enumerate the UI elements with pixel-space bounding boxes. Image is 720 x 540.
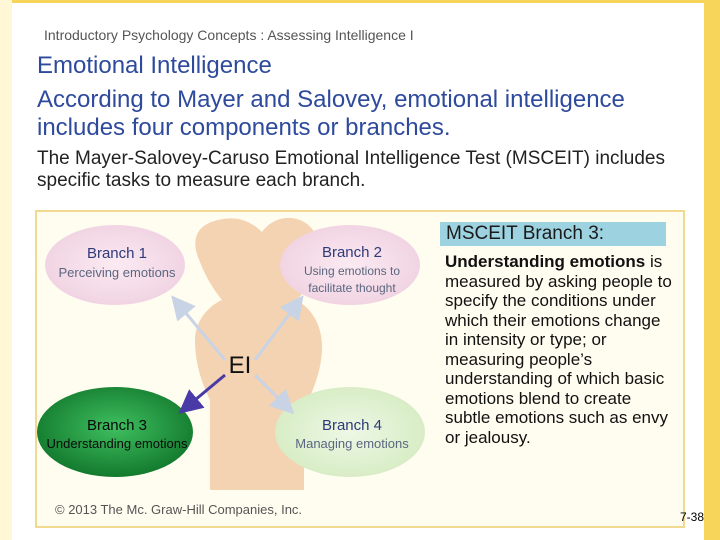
arrow-to-branch4 — [253, 373, 295, 415]
course-subtitle: Introductory Psychology Concepts : Asses… — [44, 27, 414, 43]
slide-title: Emotional Intelligence — [37, 52, 272, 79]
msceit-branch-heading: MSCEIT Branch 3: — [440, 222, 666, 246]
msceit-description: The Mayer-Salovey-Caruso Emotional Intel… — [37, 148, 665, 191]
branch3-bubble — [37, 387, 193, 477]
branch3-desc: Understanding emotions — [47, 436, 188, 451]
copyright-notice: © 2013 The Mc. Graw-Hill Companies, Inc. — [55, 502, 303, 517]
right-decor-strip — [704, 0, 720, 540]
branch3-title: Branch 3 — [87, 417, 147, 434]
msceit-branch-body: Understanding emotions is measured by as… — [445, 252, 673, 447]
intro-text: According to Mayer and Salovey, emotiona… — [37, 86, 625, 141]
branch1-desc: Perceiving emotions — [58, 265, 176, 280]
branch4-title: Branch 4 — [322, 417, 382, 434]
ei-center-label: EI — [229, 352, 252, 379]
branch-body-bold: Understanding emotions — [445, 252, 646, 271]
branch2-desc-line2: facilitate thought — [308, 281, 396, 295]
top-accent-line — [0, 0, 720, 3]
branch-body-rest: is measured by asking people to specify … — [445, 252, 672, 447]
arrow-to-branch2 — [253, 295, 304, 361]
branch2-title: Branch 2 — [322, 244, 382, 261]
left-decor-strip — [0, 0, 12, 540]
top-bar — [0, 0, 720, 48]
branch2-bubble — [280, 225, 420, 305]
branch2-desc-line1: Using emotions to — [304, 264, 400, 278]
branch4-bubble — [275, 387, 425, 477]
branch1-bubble — [45, 225, 185, 305]
arrow-to-branch3 — [178, 373, 226, 414]
branch4-desc: Managing emotions — [295, 436, 409, 451]
branch1-title: Branch 1 — [87, 245, 147, 262]
arrow-to-branch1 — [171, 295, 227, 361]
page-number: 7-38 — [680, 510, 705, 524]
